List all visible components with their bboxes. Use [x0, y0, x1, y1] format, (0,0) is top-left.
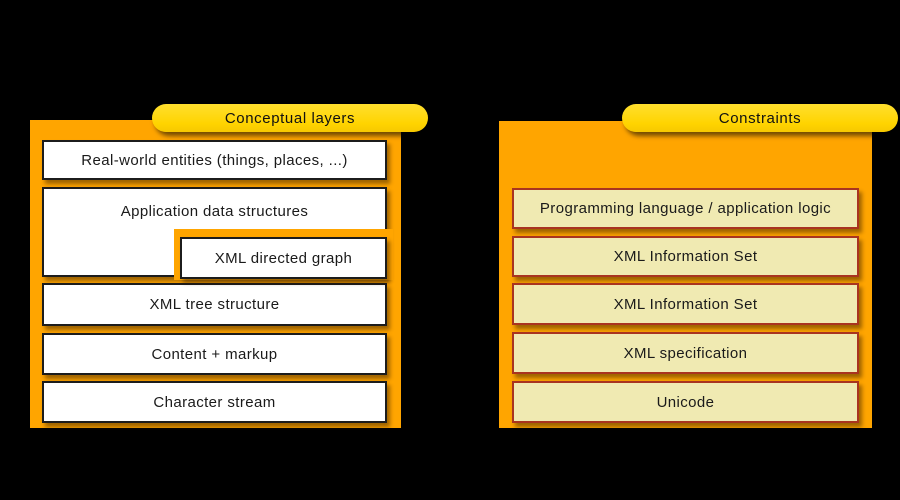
- constraint-label-xml-information-set-2: XML Information Set: [613, 295, 758, 313]
- constraint-label-xml-specification: XML specification: [623, 344, 748, 362]
- constraint-box-unicode: Unicode: [512, 381, 859, 423]
- constraint-box-xml-information-set-1: XML Information Set: [512, 236, 859, 277]
- layer-box-character-stream: Character stream: [42, 381, 387, 423]
- layer-box-content-plus-markup: Content + markup: [42, 333, 387, 375]
- panel-conceptual-layers: Real-world entities (things, places, ...…: [30, 120, 401, 428]
- layer-label-application-data-structures: Application data structures: [120, 202, 309, 220]
- tab-constraints-label: Constraints: [718, 109, 802, 127]
- layer-label-xml-directed-graph: XML directed graph: [214, 249, 353, 267]
- constraint-box-programming-language: Programming language / application logic: [512, 188, 859, 229]
- panel-constraints: Programming language / application logic…: [499, 121, 872, 428]
- constraint-box-xml-specification: XML specification: [512, 332, 859, 374]
- constraint-label-programming-language: Programming language / application logic: [539, 200, 832, 217]
- layer-label-character-stream: Character stream: [153, 393, 276, 411]
- layer-box-xml-tree-structure: XML tree structure: [42, 283, 387, 326]
- layer-label-xml-tree-structure: XML tree structure: [149, 296, 280, 313]
- layer-box-xml-directed-graph: XML directed graph: [180, 237, 387, 279]
- constraint-box-xml-information-set-2: XML Information Set: [512, 283, 859, 325]
- tab-constraints: Constraints: [622, 104, 898, 132]
- layer-box-real-world-entities: Real-world entities (things, places, ...…: [42, 140, 387, 180]
- tab-conceptual-layers: Conceptual layers: [152, 104, 428, 132]
- layer-label-real-world-entities: Real-world entities (things, places, ...…: [81, 151, 348, 169]
- tab-conceptual-layers-label: Conceptual layers: [224, 109, 356, 127]
- layer-label-content-plus-markup: Content + markup: [151, 345, 278, 363]
- constraint-label-unicode: Unicode: [656, 393, 715, 411]
- constraint-label-xml-information-set-1: XML Information Set: [613, 248, 758, 265]
